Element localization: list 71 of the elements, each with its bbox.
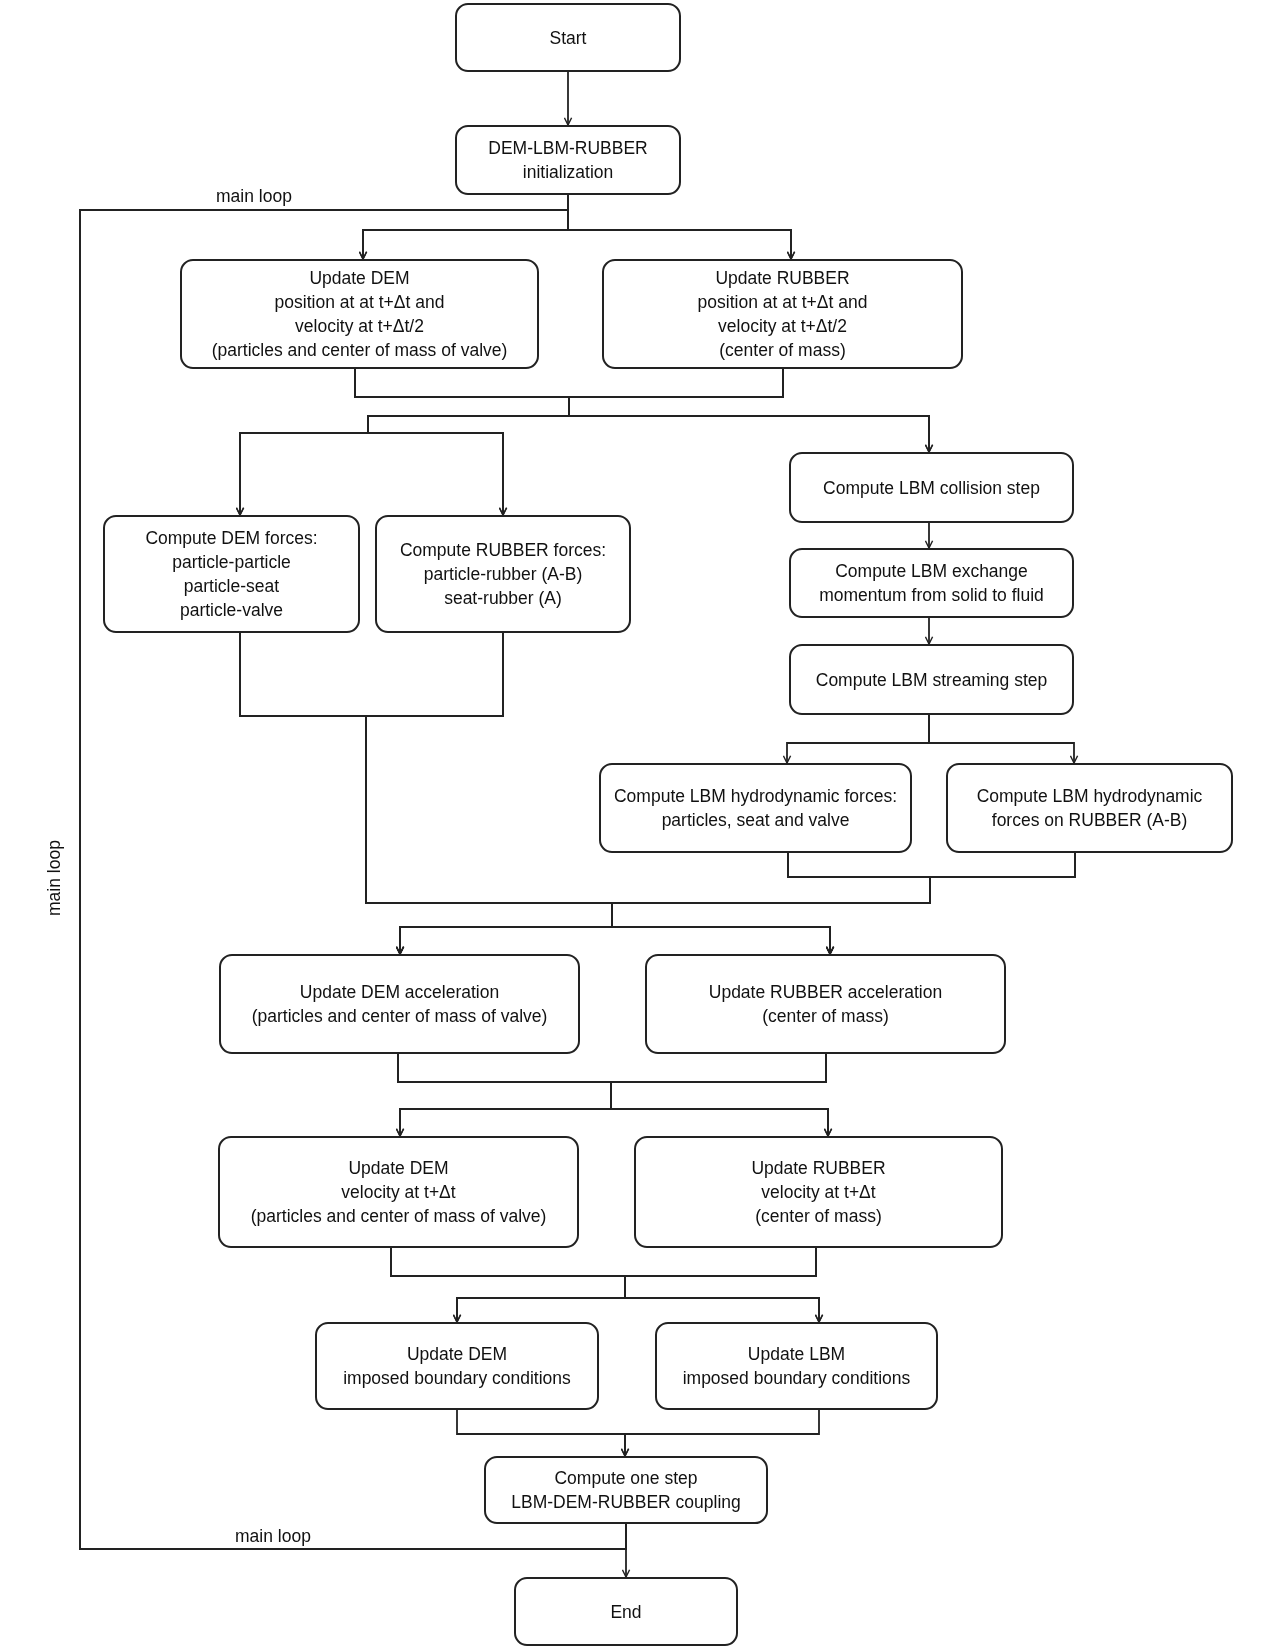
process-box [315, 1322, 599, 1410]
step-text: (particles and center of mass of valve) [250, 1205, 547, 1228]
process-box [634, 1136, 1003, 1248]
process-box [655, 1322, 938, 1410]
step-text: seat-rubber (A) [444, 587, 562, 610]
step-text: Update DEM [348, 1157, 449, 1180]
step-text: particle-valve [179, 599, 284, 622]
process-box [789, 644, 1074, 715]
step-text: Update RUBBER [715, 267, 850, 290]
step-text: imposed boundary conditions [343, 1367, 571, 1390]
step-text: position at at t+Δt and [697, 291, 868, 314]
step-text: Compute DEM forces: [145, 527, 318, 550]
step-text: imposed boundary conditions [682, 1367, 911, 1390]
connector-arrow [620, 1409, 820, 1457]
process-box [103, 515, 360, 633]
loop-label: main loop [235, 1526, 311, 1547]
process-box [218, 1136, 579, 1248]
process-box [599, 763, 912, 853]
process-box [514, 1577, 738, 1646]
step-text: DEM-LBM-RUBBER [488, 137, 648, 160]
step-text: (particles and center of mass of valve) [251, 1005, 548, 1028]
step-text: initialization [522, 161, 614, 184]
process-box [180, 259, 539, 369]
process-box [455, 125, 681, 195]
step-text: (center of mass) [719, 339, 846, 362]
connector-arrow [928, 714, 1079, 764]
step-text: Update DEM [309, 267, 410, 290]
step-text: (center of mass) [762, 1005, 889, 1028]
step-text: velocity at t+Δt/2 [295, 315, 424, 338]
connector-arrow [924, 617, 934, 645]
step-text: particle-seat [183, 575, 280, 598]
process-box [645, 954, 1006, 1054]
connector-arrow [610, 1053, 833, 1137]
connector-arrow [624, 1247, 824, 1323]
step-text: Compute one step [554, 1467, 698, 1490]
process-box [455, 3, 681, 72]
process-box [789, 452, 1074, 523]
step-text: velocity at t+Δt [761, 1181, 876, 1204]
step-text: (center of mass) [755, 1205, 882, 1228]
step-text: LBM-DEM-RUBBER coupling [511, 1491, 741, 1514]
step-text: Update LBM [747, 1343, 846, 1366]
connector-arrow [79, 209, 796, 1550]
step-text: Compute RUBBER forces: [399, 539, 607, 562]
connector-arrow [611, 852, 1076, 955]
step-text: Compute LBM streaming step [815, 668, 1048, 692]
step-text: (particles and center of mass of valve) [211, 339, 508, 362]
connector-arrow [924, 522, 934, 549]
process-box [946, 763, 1233, 853]
step-text: velocity at t+Δt [341, 1181, 456, 1204]
step-text: End [610, 1600, 642, 1624]
step-text: Compute LBM hydrodynamic forces: particles, seat and valve [612, 785, 898, 832]
step-text: Start [549, 26, 587, 50]
step-text: Compute LBM exchange momentum from solid to fluid [818, 560, 1045, 607]
step-text: Update RUBBER acceleration [708, 981, 943, 1004]
process-box [602, 259, 963, 369]
loop-label: main loop [216, 186, 292, 207]
step-text: particle-particle [172, 551, 291, 574]
process-box [484, 1456, 768, 1524]
loop-label: main loop [44, 840, 65, 916]
process-box [375, 515, 631, 633]
process-box [789, 548, 1074, 618]
step-text: Update DEM [406, 1343, 508, 1366]
process-box [219, 954, 580, 1054]
step-text: Compute LBM hydrodynamic forces on RUBBER (A-B) [975, 785, 1204, 832]
connector-arrow [563, 71, 573, 126]
step-text: Update RUBBER [751, 1157, 886, 1180]
step-text: Update DEM acceleration [299, 981, 500, 1004]
step-text: position at at t+Δt and [274, 291, 445, 314]
step-text: Compute LBM collision step [823, 476, 1040, 500]
step-text: particle-rubber (A-B) [423, 563, 583, 586]
step-text: velocity at t+Δt/2 [718, 315, 847, 338]
